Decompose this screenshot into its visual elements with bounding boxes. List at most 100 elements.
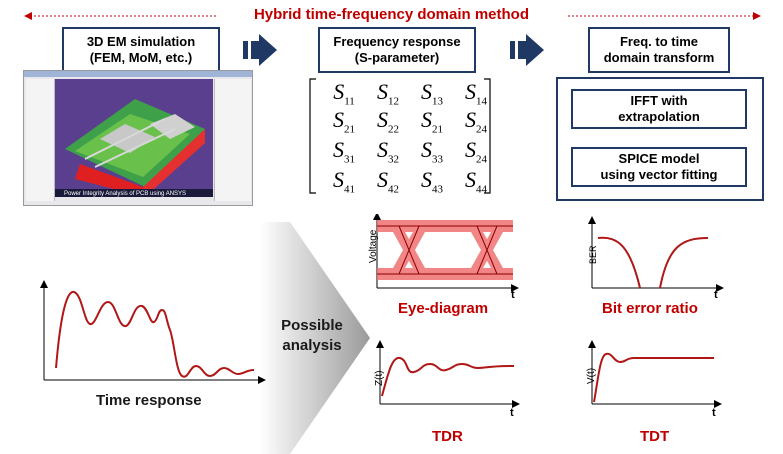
s-param-cell: S43	[410, 167, 454, 195]
s-param-index: 13	[432, 95, 443, 108]
transform-methods-panel	[556, 77, 764, 201]
tdr-label: TDR	[432, 428, 463, 445]
tdt-plot: V(t) t	[586, 340, 722, 419]
tdt-curve	[593, 352, 714, 403]
s-param-symbol: S	[333, 137, 344, 162]
tdr-xlabel: t	[510, 407, 514, 419]
em-sim-box: 3D EM simulation (FEM, MoM, etc.)	[62, 27, 220, 73]
analysis-chevron	[260, 222, 370, 454]
ber-ylabel: BER	[588, 245, 598, 264]
flow-arrow-1	[243, 34, 277, 66]
ber-xlabel: t	[714, 289, 718, 300]
s-param-index: 14	[476, 95, 487, 108]
freq-response-box: Frequency response (S-parameter)	[318, 27, 476, 73]
left-arrow-icon	[24, 12, 32, 20]
s-param-index: 32	[388, 153, 399, 166]
tdt-ylabel: V(t)	[586, 368, 597, 384]
page-title: Hybrid time-frequency domain method	[253, 6, 530, 23]
flow-arrow-2	[510, 34, 544, 66]
eye-diagram-label: Eye-diagram	[398, 300, 489, 317]
s-param-cell: S11	[322, 79, 366, 107]
s-param-symbol: S	[465, 107, 476, 132]
s-param-symbol: S	[377, 167, 388, 192]
s-param-cell: S31	[322, 137, 366, 165]
tdt-label: TDT	[640, 428, 670, 445]
s-param-index: 24	[476, 123, 487, 136]
s-param-symbol: S	[465, 79, 476, 104]
s-param-index: 42	[388, 183, 399, 196]
spice-line1: SPICE model	[618, 151, 700, 166]
eye-ylabel: Voltage	[368, 229, 379, 263]
s-param-index: 33	[432, 153, 443, 166]
s-param-cell: S32	[366, 137, 410, 165]
s-param-cell: S42	[366, 167, 410, 195]
s-param-symbol: S	[377, 107, 388, 132]
s-param-cell: S24	[454, 137, 498, 165]
s-param-cell: S12	[366, 79, 410, 107]
s-param-index: 21	[432, 123, 443, 136]
s-param-index: 11	[344, 95, 355, 108]
spice-line2: using vector fitting	[600, 167, 718, 182]
s-param-symbol: S	[333, 107, 344, 132]
s-param-cell: S24	[454, 107, 498, 135]
freq-response-line2: (S-parameter)	[354, 50, 440, 65]
title-arrows	[24, 12, 761, 20]
s-param-symbol: S	[421, 107, 432, 132]
ber-label: Bit error ratio	[602, 300, 698, 317]
s-param-index: 12	[388, 95, 399, 108]
tdt-xlabel: t	[712, 407, 716, 419]
s-param-symbol: S	[377, 137, 388, 162]
s-param-cell: S13	[410, 79, 454, 107]
tdr-ylabel: Z(t)	[374, 370, 385, 386]
s-param-symbol: S	[421, 79, 432, 104]
s-param-cell: S22	[366, 107, 410, 135]
eye-diagram-plot: Voltage t	[368, 214, 519, 298]
s-param-symbol: S	[421, 137, 432, 162]
transform-box: Freq. to time domain transform	[588, 27, 730, 73]
s-param-index: 44	[476, 183, 487, 196]
s-param-cell: S41	[322, 167, 366, 195]
em-sim-line2: (FEM, MoM, etc.)	[89, 50, 193, 65]
s-param-symbol: S	[333, 79, 345, 104]
transform-line2: domain transform	[603, 50, 715, 65]
time-response-label: Time response	[96, 392, 202, 409]
tdr-curve	[381, 356, 515, 397]
s-param-index: 24	[476, 153, 487, 166]
s-param-index: 43	[432, 183, 443, 196]
s-param-symbol: S	[377, 79, 388, 104]
s-param-index: 41	[344, 183, 355, 196]
s-param-symbol: S	[421, 167, 432, 192]
freq-response-line1: Frequency response	[333, 34, 461, 49]
transform-line1: Freq. to time	[619, 34, 698, 49]
s-param-index: 22	[388, 123, 399, 136]
s-param-cell: S21	[410, 107, 454, 135]
s-param-cell: S44	[454, 167, 498, 195]
possible-analysis-label: Possible analysis	[272, 316, 352, 356]
right-arrow-icon	[753, 12, 761, 20]
s-param-cell: S14	[454, 79, 498, 107]
spice-box: SPICE model using vector fitting	[571, 147, 747, 187]
ber-curve-right	[659, 237, 709, 289]
possible-line1: Possible	[281, 317, 343, 334]
ifft-line2: extrapolation	[618, 109, 700, 124]
s-param-cell: S21	[322, 107, 366, 135]
screenshot-caption: Power Integrity Analysis of PCB using AN…	[64, 191, 187, 197]
s-param-symbol: S	[465, 167, 476, 192]
ifft-box: IFFT with extrapolation	[571, 89, 747, 129]
eye-xlabel: t	[511, 289, 515, 298]
tdr-plot: Z(t) t	[374, 340, 520, 419]
s-param-symbol: S	[333, 167, 344, 192]
em-simulation-screenshot: Power Integrity Analysis of PCB using AN…	[23, 70, 253, 206]
ifft-line1: IFFT with	[630, 93, 688, 108]
s-param-cell: S33	[410, 137, 454, 165]
possible-line2: analysis	[282, 337, 342, 354]
s-param-index: 31	[344, 153, 355, 166]
s-param-index: 21	[344, 123, 355, 136]
time-response-curve	[55, 291, 255, 378]
ber-curve-left	[597, 236, 641, 289]
time-response-plot	[40, 280, 266, 384]
ber-plot: BER t	[588, 216, 724, 300]
s-param-symbol: S	[465, 137, 476, 162]
em-sim-line1: 3D EM simulation	[86, 34, 196, 49]
